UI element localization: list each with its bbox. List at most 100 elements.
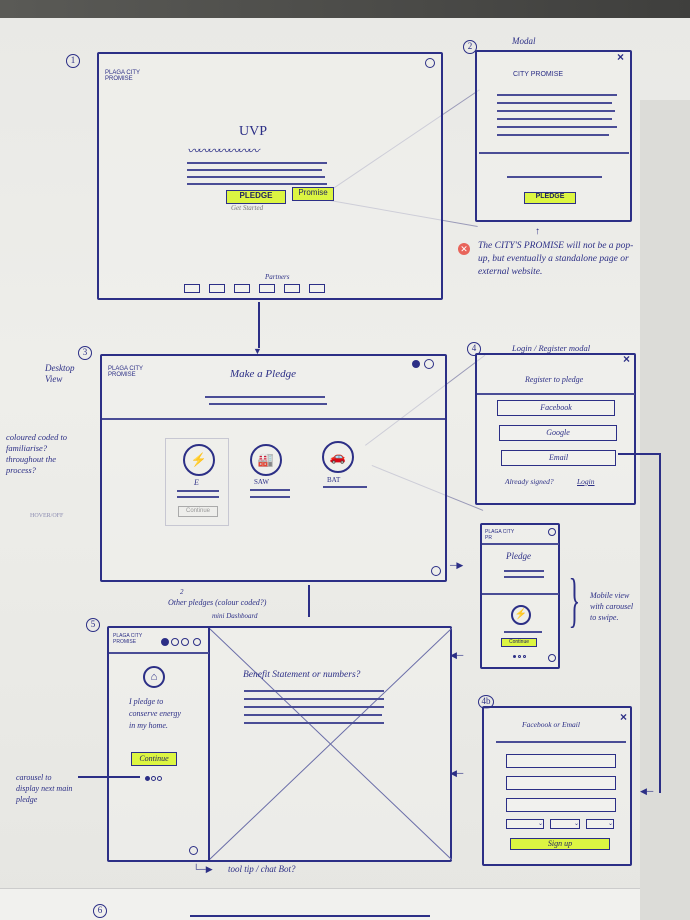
text-line <box>187 176 325 178</box>
close-icon[interactable]: × <box>617 50 625 64</box>
other-pledge-icon[interactable] <box>181 638 189 646</box>
help-icon[interactable] <box>548 654 556 662</box>
factory-icon[interactable]: 🏭 <box>250 444 282 476</box>
screen-make-pledge: PLAGA CITY PROMISE Make a Pledge ⚡ E Con… <box>100 354 447 582</box>
partner-logo <box>209 284 225 293</box>
day-select[interactable]: ⌄ <box>506 819 544 829</box>
text-line <box>497 102 612 104</box>
text-line <box>323 486 367 488</box>
arrow-right-icon: ◀─ <box>450 650 464 660</box>
pledge-label: SAW <box>254 478 269 486</box>
text-line <box>244 706 384 708</box>
annotation-count: 2 <box>180 588 184 596</box>
annotation-other-pledges: Other pledges (colour coded?) <box>168 598 267 607</box>
squiggle: 〰〰〰〰〰〰〰 <box>187 144 259 158</box>
text-line <box>244 722 384 724</box>
screen-mobile-pledge: PLAGA CITY PR Pledge ⚡ Continue <box>480 523 560 669</box>
text-line <box>507 176 602 178</box>
user-icon[interactable] <box>424 359 434 369</box>
carousel-dots[interactable] <box>145 776 162 781</box>
text-line <box>504 570 544 572</box>
email-button[interactable]: Email <box>501 450 616 466</box>
google-button[interactable]: Google <box>499 425 617 441</box>
screen-pledge-detail: PLAGA CITY PROMISE ⌂ I pledge to conserv… <box>107 626 452 862</box>
continue-button[interactable]: Continue <box>178 506 218 517</box>
login-link[interactable]: Login <box>577 477 595 486</box>
connector-line <box>659 453 661 793</box>
screen-6-frame-top <box>190 915 430 917</box>
get-started-label: Get Started <box>231 204 264 212</box>
connector-arrow <box>78 776 140 778</box>
screen-landing: PLAGA CITY PROMISE UVP 〰〰〰〰〰〰〰 PLEDGE Pr… <box>97 52 443 300</box>
note-hover: HOVER/OFF <box>30 513 64 519</box>
text-line <box>504 631 542 633</box>
help-icon[interactable] <box>431 566 441 576</box>
divider <box>482 543 559 545</box>
page-title: Pledge <box>506 551 531 561</box>
step-number: 3 <box>78 346 92 360</box>
warning-icon: ✕ <box>458 243 470 255</box>
text-line <box>187 162 327 164</box>
note-mobile-view: Mobile view with carousel to swipe. <box>590 591 634 622</box>
promise-button[interactable]: Promise <box>292 187 334 201</box>
text-field[interactable] <box>506 754 616 768</box>
divider <box>496 741 626 743</box>
arrow-left-icon: ◀─ <box>640 786 654 796</box>
dashboard-icon[interactable] <box>193 638 201 646</box>
pledge-card-hover[interactable] <box>165 438 229 526</box>
text-line <box>244 690 384 692</box>
continue-button[interactable]: Continue <box>501 638 537 647</box>
panel-divider <box>208 628 210 860</box>
annotation-mini-dashboard: mini Dashboard <box>212 612 258 620</box>
brace-icon: } <box>568 567 581 633</box>
text-line <box>177 496 219 498</box>
divider <box>482 593 559 595</box>
transport-icon[interactable]: 🚗 <box>322 441 354 473</box>
text-line <box>187 183 327 185</box>
note-carousel: carousel to display next main pledge <box>16 773 73 804</box>
pledge-button[interactable]: PLEDGE <box>226 190 286 204</box>
image-placeholder <box>209 628 452 860</box>
partner-logo <box>259 284 275 293</box>
arrow-right-icon: ─▶ <box>450 560 464 570</box>
arrow-up-icon: ↑ <box>535 226 540 237</box>
arrow-right-icon: └─▶ <box>193 864 213 874</box>
next-sheet <box>0 888 640 920</box>
pledge-text: I pledge to conserve energy in my home. <box>129 697 181 730</box>
logo: PLAGA CITY PR <box>485 529 515 541</box>
text-line <box>205 396 325 398</box>
desktop-view-label: Desktop View <box>45 363 75 384</box>
text-line <box>187 169 322 171</box>
partner-logo <box>234 284 250 293</box>
text-field[interactable] <box>506 776 616 790</box>
user-icon[interactable] <box>425 58 435 68</box>
year-select[interactable]: ⌄ <box>586 819 614 829</box>
help-icon[interactable] <box>189 846 198 855</box>
other-pledge-icon[interactable] <box>171 638 179 646</box>
pledge-button[interactable]: PLEDGE <box>524 192 576 204</box>
text-line <box>504 576 544 578</box>
text-field[interactable] <box>506 798 616 812</box>
facebook-button[interactable]: Facebook <box>497 400 615 416</box>
screen-signup-modal: × Facebook or Email ⌄ ⌄ ⌄ Sign up <box>482 706 632 866</box>
sign-up-button[interactable]: Sign up <box>510 838 610 850</box>
continue-button[interactable]: Continue <box>131 752 177 766</box>
already-signed-text: Already signed? <box>505 477 554 486</box>
energy-icon[interactable]: ⚡ <box>183 444 215 476</box>
energy-icon[interactable]: ⚡ <box>511 605 531 625</box>
current-pledge-icon[interactable] <box>161 638 169 646</box>
user-icon[interactable] <box>548 528 556 536</box>
partner-logo <box>184 284 200 293</box>
text-line <box>177 490 219 492</box>
arrow-right-icon: ◀─ <box>450 768 464 778</box>
pledge-tabs <box>161 638 201 646</box>
step-number: 6 <box>93 904 107 918</box>
close-icon[interactable]: × <box>623 352 631 366</box>
paper-edge <box>640 100 690 920</box>
month-select[interactable]: ⌄ <box>550 819 580 829</box>
carousel-dots[interactable] <box>513 655 526 658</box>
pledge-label: E <box>194 478 199 487</box>
text-line <box>497 134 609 136</box>
close-icon[interactable]: × <box>620 710 628 724</box>
background-ceiling <box>0 0 690 22</box>
